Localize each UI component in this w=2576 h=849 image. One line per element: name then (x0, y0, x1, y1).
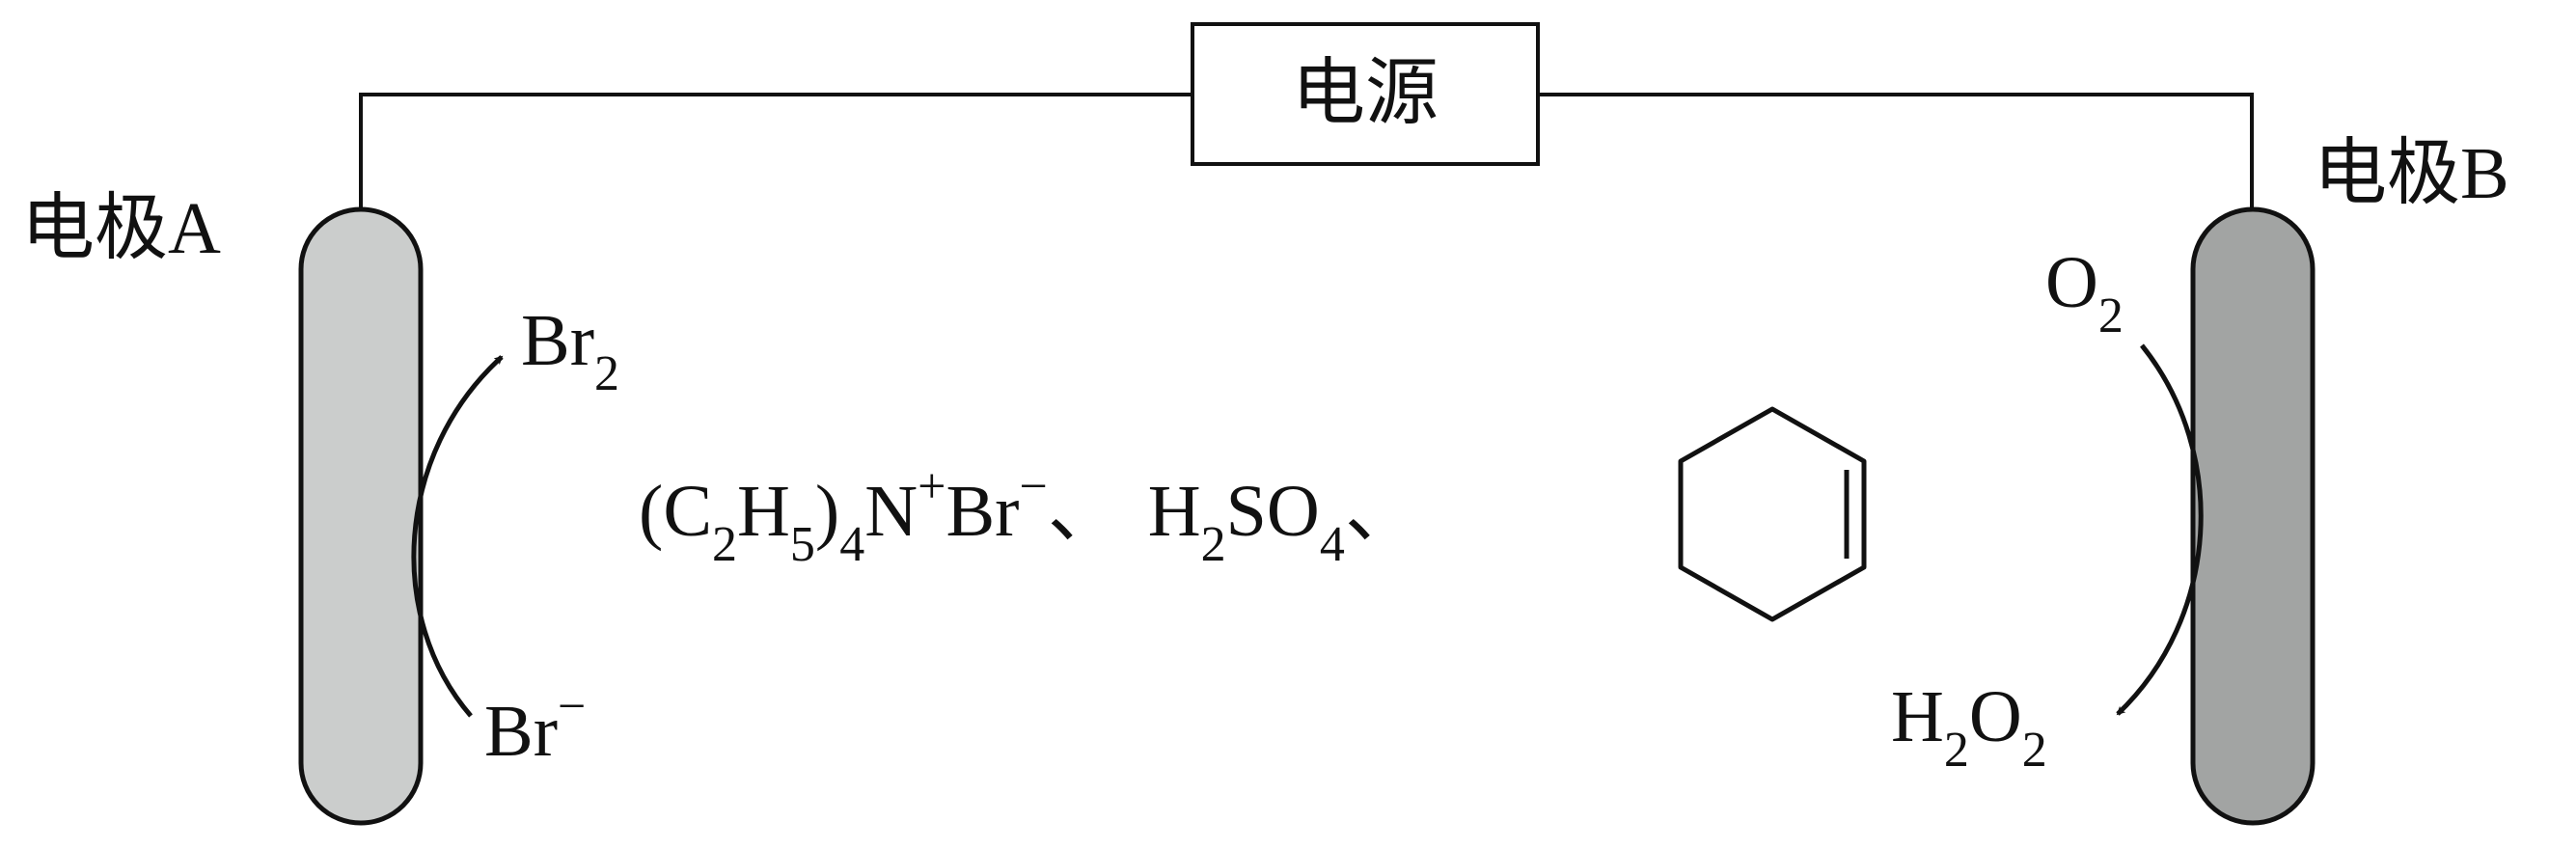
anode-product-label: Br2 (521, 300, 619, 401)
electrolyte-br-superscript: − (1019, 459, 1047, 514)
electrolyte-paren-subscript: 4 (839, 517, 864, 572)
electrolyte-separator-2: 、 (1345, 471, 1418, 552)
circuit-wire-left (359, 93, 1192, 214)
cathode-reactant-base: O (2045, 242, 2098, 323)
electrolyte-n: N (864, 471, 918, 552)
anode-reactant-base: Br (484, 691, 558, 772)
electrode-a: 电极A (21, 188, 424, 826)
electrolyte-so-subscript: 4 (1320, 517, 1345, 572)
cathode-product-h: H (1891, 676, 1944, 757)
power-source-label: 电源 (1292, 53, 1439, 134)
electrode-a-rod (298, 206, 424, 826)
electrolyte-c: C (663, 471, 712, 552)
circuit-wire-right (1538, 93, 2254, 214)
cathode-reactant-label: O2 (2045, 242, 2124, 343)
cyclohexene-structure-icon (1678, 406, 1867, 622)
cathode-product-o-subscript: 2 (2022, 723, 2047, 778)
electrode-b-label: 电极B (2314, 133, 2509, 214)
anode-reactant-superscript: − (558, 679, 586, 734)
cathode-product-label: H2O2 (1891, 676, 2047, 778)
electrolyte-so: SO (1226, 471, 1320, 552)
cyclohexene-ring (1678, 406, 1867, 622)
anode-reaction-arrow (411, 355, 504, 718)
electrolyte-h-subscript: 5 (790, 517, 815, 572)
electrolyte-h2: H (1148, 471, 1201, 552)
electrode-a-label: 电极A (21, 188, 221, 269)
power-source: 电源 (1191, 22, 1540, 166)
electrode-b-rod (2190, 206, 2316, 826)
electrolyte-close-paren: ) (815, 471, 839, 552)
electrode-b: 电极B (2190, 133, 2509, 826)
anode-product-subscript: 2 (594, 346, 619, 401)
electrolyte-formula: (C2H5)4N+Br−、H2SO4、 (639, 459, 1418, 572)
cathode-product-o: O (1969, 676, 2022, 757)
anode-reactant-label: Br− (484, 679, 586, 772)
electrolyte-h: H (737, 471, 790, 552)
electrolyte-c-subscript: 2 (712, 517, 737, 572)
cathode-reaction-arrow (2116, 343, 2204, 716)
electrolyte-br: Br (945, 471, 1019, 552)
electrolyte-open-paren: ( (639, 471, 663, 552)
electrolyte-h2-subscript: 2 (1201, 517, 1226, 572)
power-source-box (1191, 22, 1540, 166)
anode-product-base: Br (521, 300, 594, 381)
electrolyte-separator-1: 、 (1048, 471, 1121, 552)
electrolyte-n-superscript: + (918, 459, 945, 514)
cathode-product-h-subscript: 2 (1944, 723, 1969, 778)
cathode-reactant-subscript: 2 (2098, 288, 2124, 343)
